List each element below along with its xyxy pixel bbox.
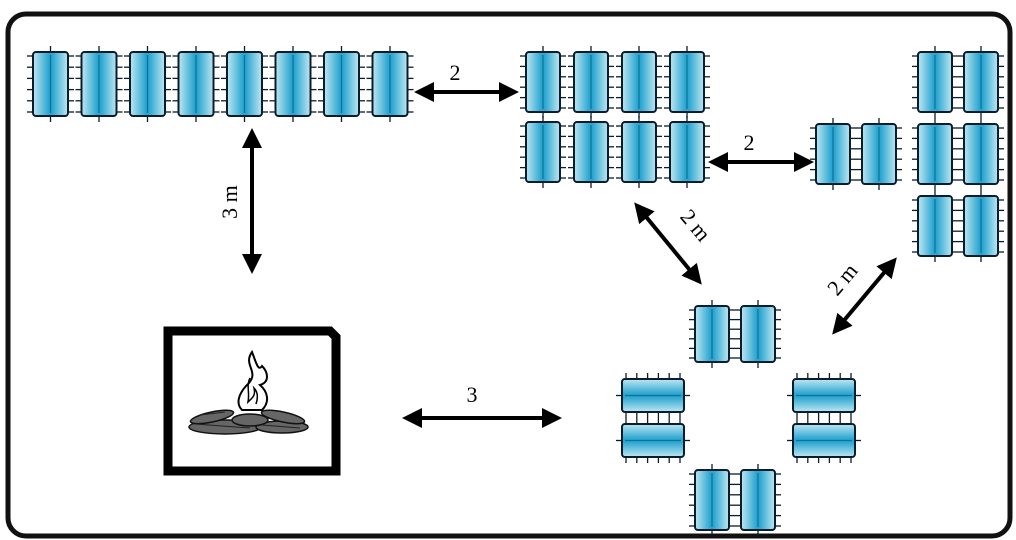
tent-t-shape-right bbox=[810, 46, 1004, 262]
tent-row-top-left bbox=[27, 46, 414, 122]
tent-icon bbox=[568, 116, 614, 188]
tent-icon bbox=[616, 116, 662, 188]
tent-icon bbox=[664, 46, 710, 118]
label-fire-to-cross: 3 bbox=[467, 382, 478, 407]
tent-icon bbox=[912, 190, 958, 262]
tent-icon bbox=[318, 46, 365, 122]
label-block-to-cross: 2 m bbox=[675, 204, 716, 246]
label-tshape-to-cross: 2 m bbox=[822, 258, 863, 300]
campfire-icon bbox=[188, 349, 309, 435]
tent-icon bbox=[520, 46, 566, 118]
arrow-tshape-to-cross: 2 m bbox=[822, 257, 897, 335]
tent-icon bbox=[568, 46, 614, 118]
tent-icon bbox=[689, 300, 735, 368]
diagram-frame bbox=[5, 11, 1013, 539]
tent-icon bbox=[958, 190, 1004, 262]
tent-icon bbox=[735, 300, 781, 368]
label-block-to-tshape: 2 bbox=[744, 130, 755, 155]
tent-block-center-top bbox=[520, 46, 710, 188]
tent-icon bbox=[912, 46, 958, 118]
tent-cross-ring-bottom-right bbox=[616, 300, 861, 536]
tent-icon bbox=[689, 464, 735, 536]
tent-icon bbox=[520, 116, 566, 188]
tent-icon bbox=[735, 464, 781, 536]
tent-icon bbox=[616, 418, 690, 463]
tent-icon bbox=[958, 46, 1004, 118]
tent-icon bbox=[269, 46, 317, 122]
campfire-frame bbox=[163, 326, 341, 476]
tent-icon bbox=[810, 118, 856, 190]
arrow-top-row-to-fire: 3 m bbox=[217, 128, 262, 274]
tent-icon bbox=[787, 418, 861, 463]
tent-icon bbox=[172, 46, 220, 122]
arrow-block-to-tshape: 2 bbox=[708, 130, 814, 172]
tent-icon bbox=[912, 118, 958, 190]
arrow-top-row-to-block: 2 bbox=[414, 60, 519, 102]
tent-icon bbox=[856, 118, 902, 190]
arrow-fire-to-cross: 3 bbox=[402, 382, 562, 428]
tent-icon bbox=[366, 46, 414, 122]
label-top-row-to-block: 2 bbox=[450, 60, 461, 85]
campfire-area bbox=[163, 326, 341, 476]
arrow-block-to-cross: 2 m bbox=[634, 202, 716, 285]
tent-icon bbox=[27, 46, 74, 122]
tent-icon bbox=[958, 118, 1004, 190]
tent-icon bbox=[787, 373, 861, 418]
label-top-row-to-fire: 3 m bbox=[217, 185, 242, 219]
tent-icon bbox=[75, 46, 123, 122]
tent-icon bbox=[664, 116, 710, 188]
tent-icon bbox=[124, 46, 171, 122]
tent-icon bbox=[221, 46, 268, 122]
tent-icon bbox=[616, 373, 690, 418]
tent-icon bbox=[616, 46, 662, 118]
